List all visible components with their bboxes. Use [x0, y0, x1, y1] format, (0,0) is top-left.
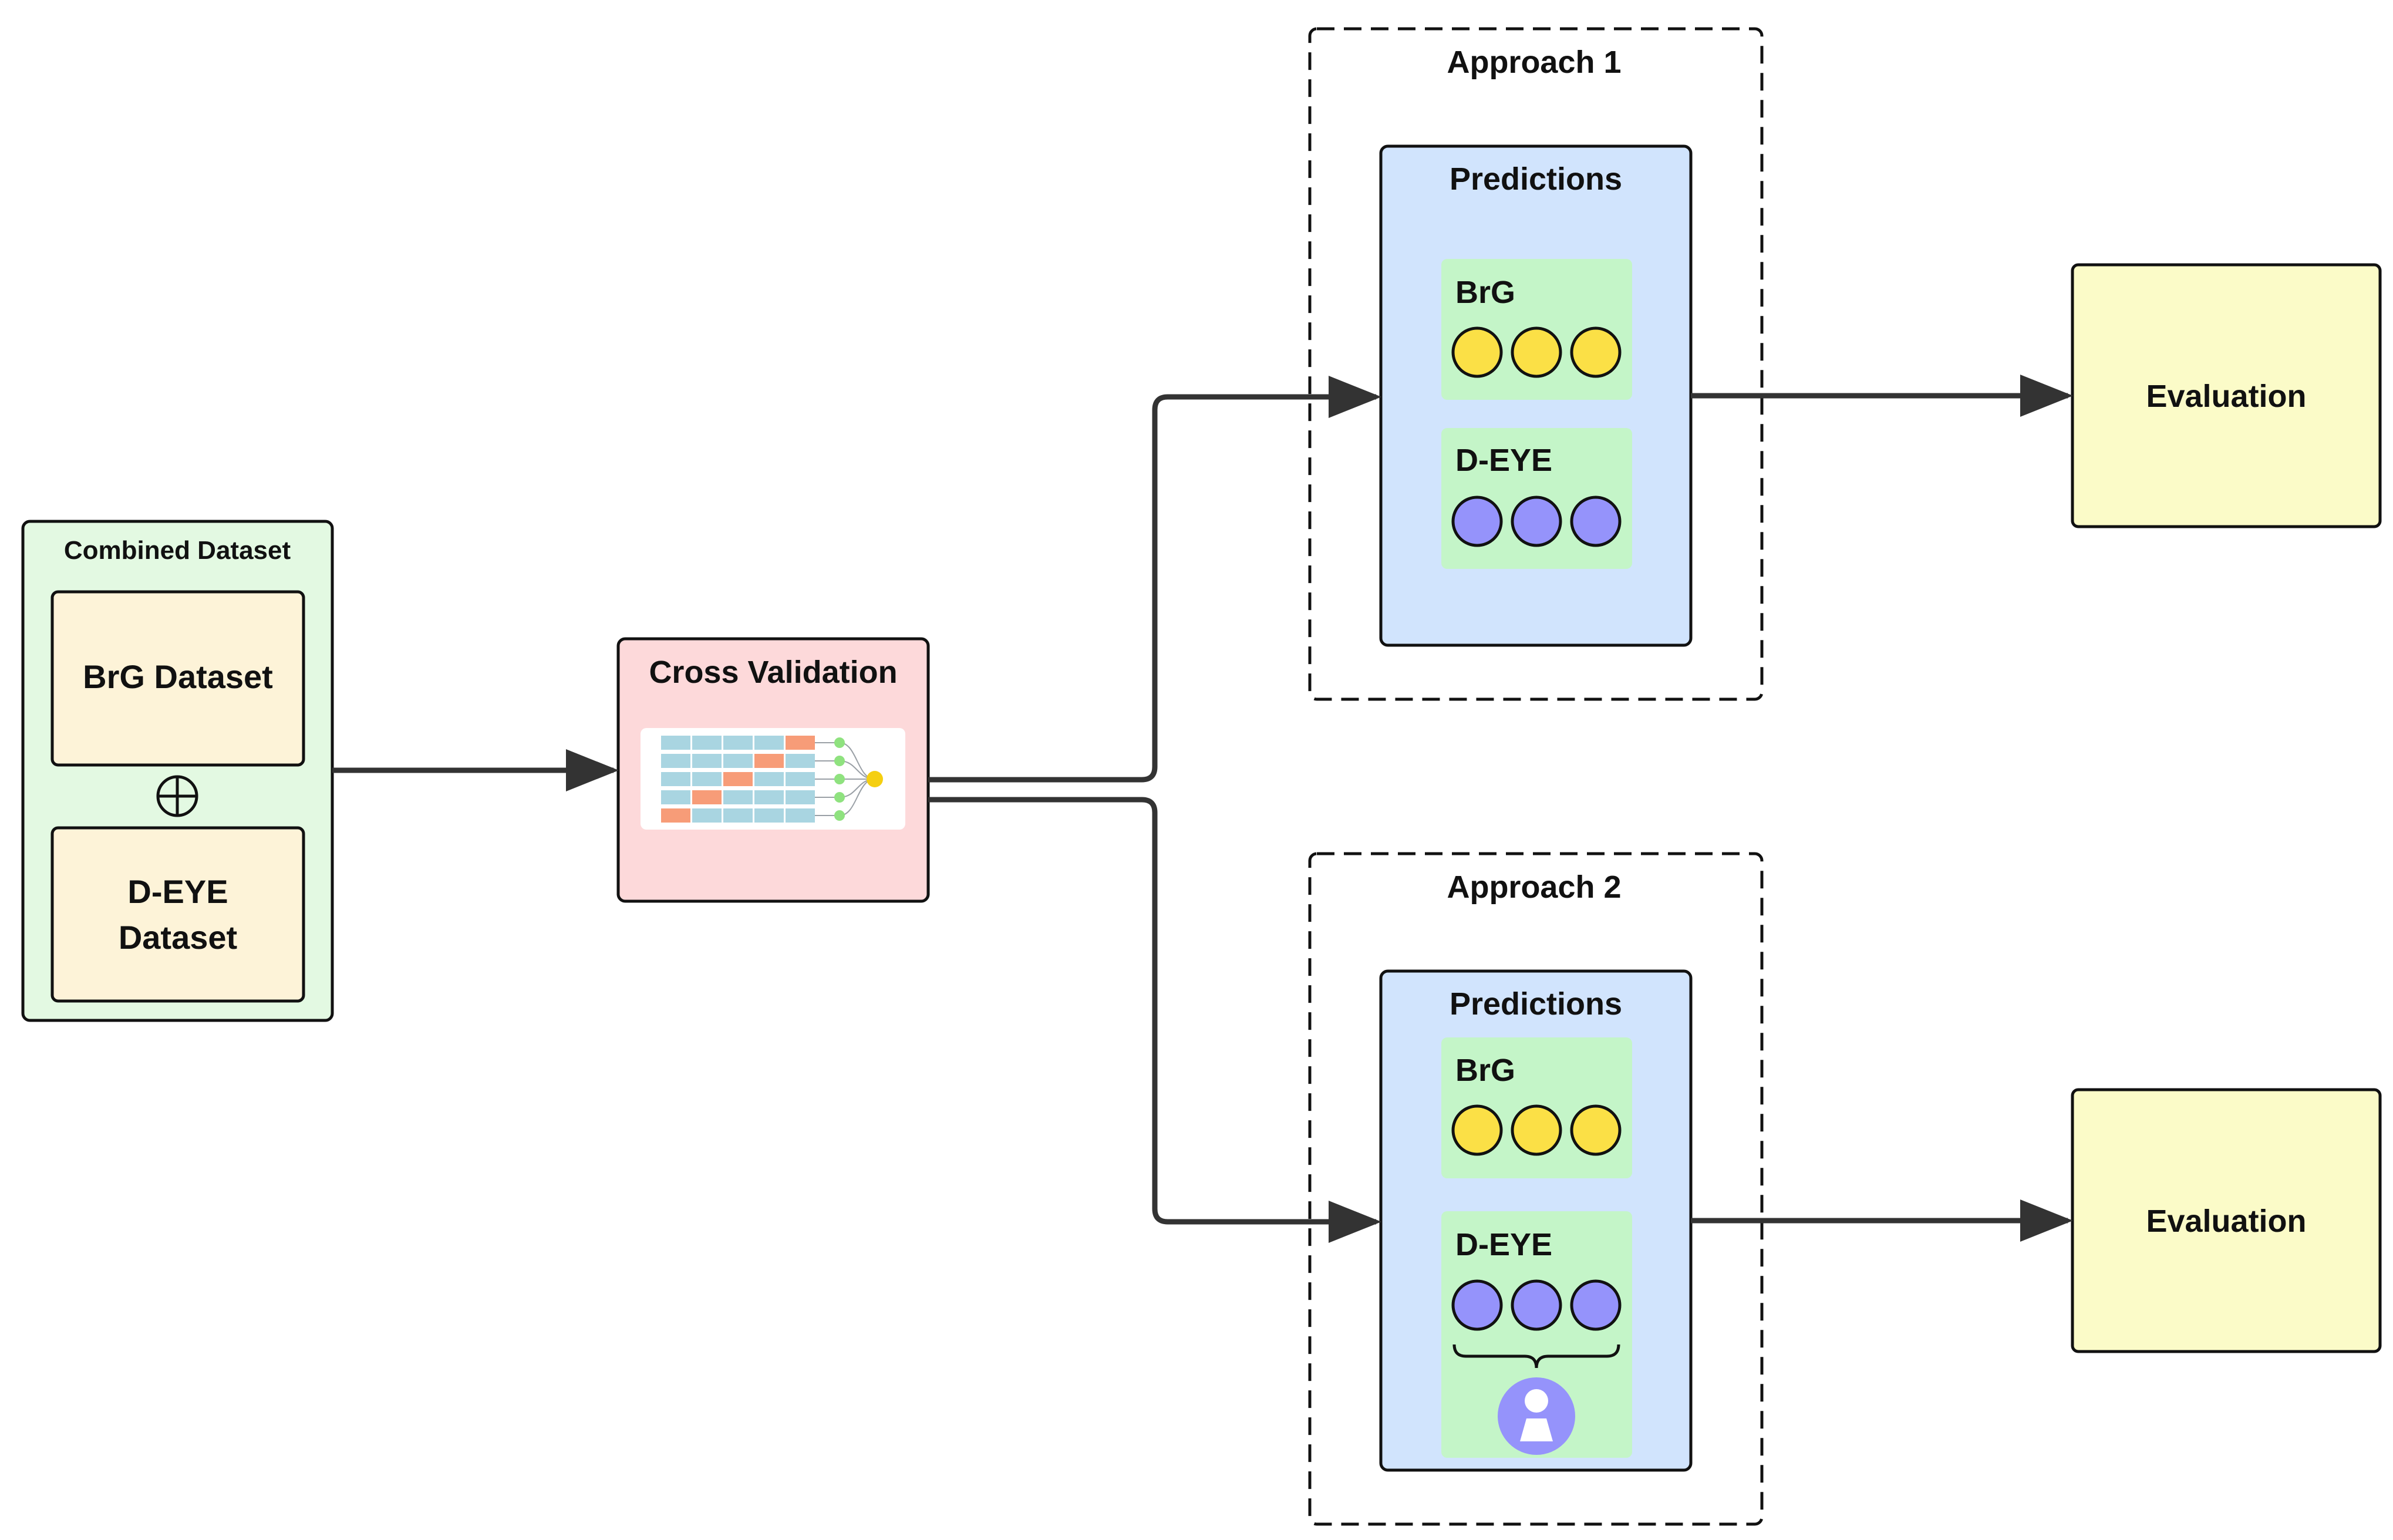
deye-prediction-dot — [1511, 496, 1562, 547]
cv-fold-node — [834, 792, 845, 803]
approach-2-title: Approach 2 — [1447, 870, 1621, 905]
combined-dataset-group: Combined Dataset BrG Dataset D-EYE Datas… — [21, 520, 334, 1022]
arrow-cv-to-approach-1 — [928, 376, 1381, 783]
approach-2-group: Approach 2 Predictions BrG D-EYE — [1308, 852, 1764, 1526]
approach-2-predictions-title: Predictions — [1450, 986, 1622, 1022]
connectors — [332, 375, 2073, 1243]
cv-fold-cell — [754, 790, 784, 804]
brg-prediction-dot — [1451, 326, 1503, 378]
approach-2-deye-group — [1441, 1211, 1632, 1458]
combined-dataset-title: Combined Dataset — [64, 536, 291, 565]
approach-2-brg-label: BrG — [1455, 1053, 1515, 1088]
cv-fold-cell — [692, 772, 722, 786]
brg-prediction-dot — [1511, 1104, 1562, 1156]
cv-fold-cell — [786, 772, 815, 786]
cross-validation-grid-icon — [661, 736, 883, 823]
brg-prediction-dot — [1511, 326, 1562, 378]
cv-fold-cell — [723, 772, 753, 786]
cv-fold-cell — [723, 808, 753, 823]
cv-fold-cell — [723, 790, 753, 804]
cv-fold-cell — [723, 736, 753, 750]
cv-fold-cell — [661, 772, 690, 786]
approach-1-dashed-box — [1308, 27, 1764, 701]
cv-fold-cell — [692, 790, 722, 804]
cv-fold-cell — [786, 736, 815, 750]
cv-fold-cell — [786, 790, 815, 804]
cv-fold-cell — [754, 754, 784, 768]
evaluation-1-group: Evaluation — [2071, 263, 2382, 528]
cv-fold-cell — [661, 754, 690, 768]
brg-prediction-dot — [1570, 1104, 1622, 1156]
cv-output-node — [867, 771, 883, 787]
approach-1-predictions-title: Predictions — [1450, 161, 1622, 197]
cv-fold-cell — [723, 754, 753, 768]
approach-1-brg-label: BrG — [1455, 275, 1515, 310]
cv-fold-cell — [786, 808, 815, 823]
cv-fold-node — [834, 810, 845, 821]
deye-prediction-dot — [1451, 1279, 1503, 1331]
cv-fold-node — [834, 774, 845, 784]
cv-fold-cell — [692, 754, 722, 768]
evaluation-1-label: Evaluation — [2146, 379, 2306, 414]
deye-dataset-label-line2: Dataset — [119, 919, 237, 956]
brg-dataset-box — [50, 590, 305, 767]
cv-fold-cell — [692, 808, 722, 823]
evaluation-2-label: Evaluation — [2146, 1204, 2306, 1239]
person-icon — [1498, 1377, 1575, 1455]
aggregation-brace — [1452, 1344, 1620, 1369]
evaluation-2-group: Evaluation — [2071, 1088, 2382, 1353]
cross-validation-title: Cross Validation — [649, 655, 897, 690]
deye-dataset-label-line1: D-EYE — [127, 873, 228, 910]
brg-prediction-dot — [1451, 1104, 1503, 1156]
deye-prediction-dot — [1570, 1279, 1622, 1331]
deye-dataset-box — [50, 826, 305, 1003]
approach-1-group: Approach 1 Predictions BrG D-EYE — [1308, 27, 1764, 701]
approach-2-dashed-box — [1308, 852, 1764, 1526]
cv-fold-cell — [661, 736, 690, 750]
approach-1-title: Approach 1 — [1447, 45, 1621, 80]
approach-1-deye-label: D-EYE — [1455, 443, 1552, 478]
brg-prediction-dot — [1570, 326, 1622, 378]
brg-dataset-label: BrG Dataset — [83, 658, 273, 695]
cv-fold-cell — [754, 808, 784, 823]
cv-fold-cell — [661, 808, 690, 823]
cross-validation-group: Cross Validation — [616, 637, 930, 903]
deye-prediction-dot — [1451, 496, 1503, 547]
cv-fold-cell — [754, 736, 784, 750]
cv-fold-cell — [661, 790, 690, 804]
approach-2-deye-label: D-EYE — [1455, 1227, 1552, 1262]
cv-fold-node — [834, 756, 845, 766]
deye-prediction-dot — [1570, 496, 1622, 547]
deye-prediction-dot — [1511, 1279, 1562, 1331]
cv-fold-node — [834, 737, 845, 748]
arrow-cv-to-approach-2 — [928, 797, 1381, 1243]
cv-fold-cell — [786, 754, 815, 768]
cv-fold-cell — [692, 736, 722, 750]
circle-plus-icon — [156, 775, 198, 817]
cv-fold-cell — [754, 772, 784, 786]
